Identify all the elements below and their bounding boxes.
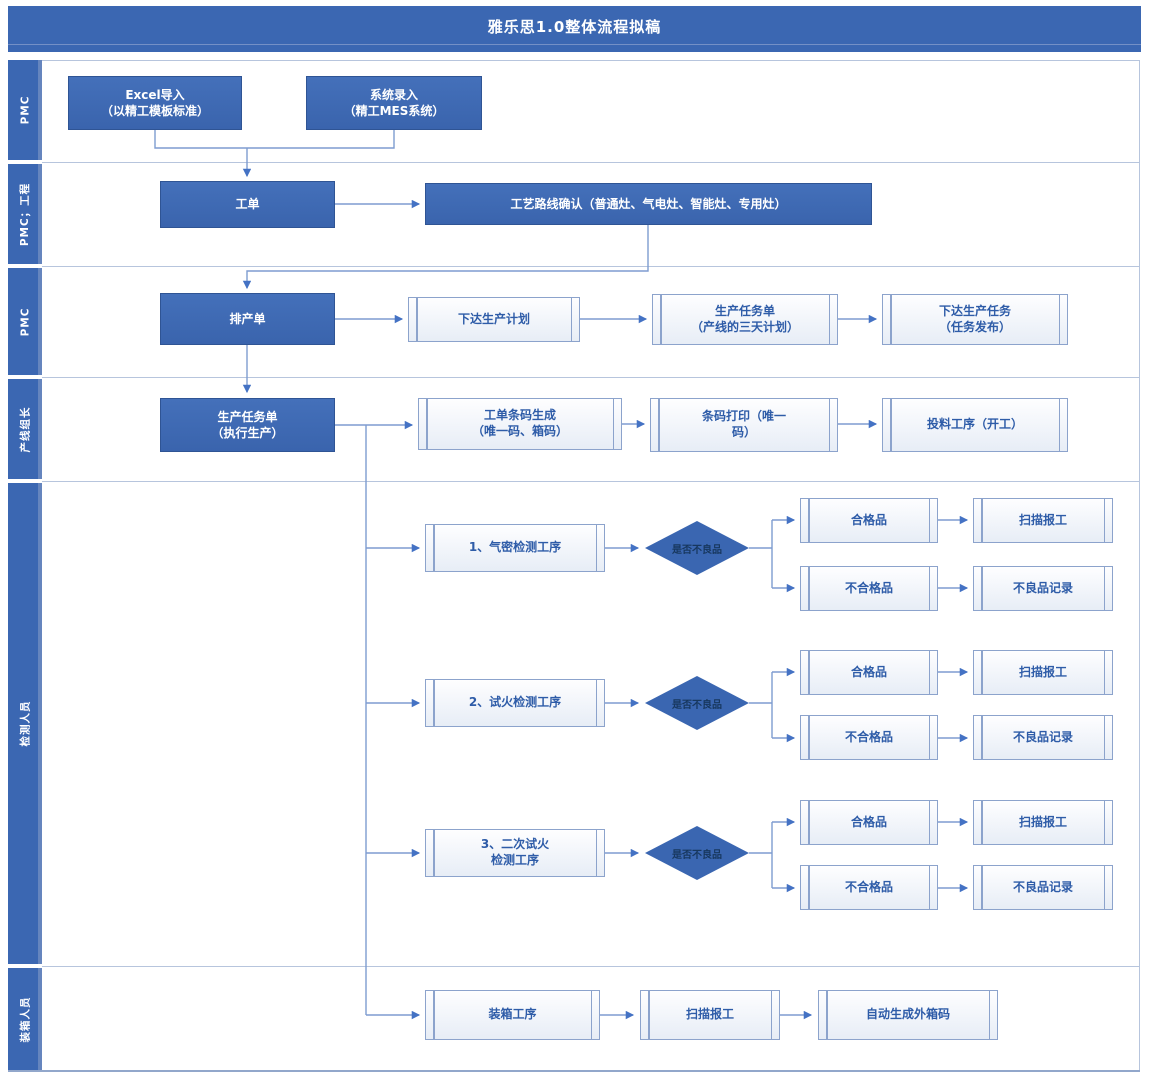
node-scan-report-4: 扫描报工	[640, 990, 780, 1040]
node-feeding: 投料工序（开工）	[882, 398, 1068, 452]
node-excel-import: Excel导入 （以精工模板标准）	[68, 76, 242, 130]
node-pack-process: 装箱工序	[425, 990, 600, 1040]
node-system-entry: 系统录入 （精工MES系统）	[306, 76, 482, 130]
node-work-order: 工单	[160, 181, 335, 228]
lane-label-pmc-2: PMC	[8, 268, 42, 375]
node-schedule-order: 排产单	[160, 293, 335, 345]
lane-bottom-border	[8, 1070, 1140, 1072]
decision-defect-1: 是否不良品	[645, 521, 749, 575]
node-route-confirm: 工艺路线确认（普通灶、气电灶、智能灶、专用灶）	[425, 183, 872, 225]
node-barcode-generate: 工单条码生成 （唯一码、箱码）	[418, 398, 622, 450]
node-scan-report-2: 扫描报工	[973, 650, 1113, 695]
node-defect-log-3: 不良品记录	[973, 865, 1113, 910]
node-fail-3: 不合格品	[800, 865, 938, 910]
node-scan-report-3: 扫描报工	[973, 800, 1113, 845]
lane-label-packer: 装箱人员	[8, 968, 42, 1070]
lane-divider-4	[42, 481, 1140, 482]
lane-divider-3	[42, 377, 1140, 378]
node-test-1: 1、气密检测工序	[425, 524, 605, 572]
node-test-2: 2、试火检测工序	[425, 679, 605, 727]
node-pass-1: 合格品	[800, 498, 938, 543]
lane-label-line-leader: 产线组长	[8, 379, 42, 479]
node-defect-log-2: 不良品记录	[973, 715, 1113, 760]
lane-label-pmc-eng: PMC；工程	[8, 164, 42, 264]
lane-divider-1	[42, 162, 1140, 163]
node-fail-1: 不合格品	[800, 566, 938, 611]
node-defect-log-1: 不良品记录	[973, 566, 1113, 611]
lane-label-pmc-1: PMC	[8, 60, 42, 160]
node-pass-3: 合格品	[800, 800, 938, 845]
node-outer-box-code: 自动生成外箱码	[818, 990, 998, 1040]
lane-label-inspector: 检测人员	[8, 483, 42, 964]
page-title: 雅乐思1.0整体流程拟稿	[487, 17, 662, 36]
lane-right-border	[1139, 60, 1140, 1071]
decision-defect-3: 是否不良品	[645, 826, 749, 880]
node-pass-2: 合格品	[800, 650, 938, 695]
lane-divider-5	[42, 966, 1140, 967]
lane-divider-2	[42, 266, 1140, 267]
node-test-3: 3、二次试火 检测工序	[425, 829, 605, 877]
lane-top-border	[42, 60, 1140, 61]
decision-defect-2: 是否不良品	[645, 676, 749, 730]
node-scan-report-1: 扫描报工	[973, 498, 1113, 543]
node-task-order-3day: 生产任务单 （产线的三天计划）	[652, 294, 838, 345]
node-task-exec: 生产任务单 （执行生产）	[160, 398, 335, 452]
node-barcode-print: 条码打印（唯一 码）	[650, 398, 838, 452]
flow-title-bar: 雅乐思1.0整体流程拟稿	[8, 6, 1141, 52]
node-issue-plan: 下达生产计划	[408, 297, 580, 342]
node-issue-task: 下达生产任务 （任务发布）	[882, 294, 1068, 345]
node-fail-2: 不合格品	[800, 715, 938, 760]
